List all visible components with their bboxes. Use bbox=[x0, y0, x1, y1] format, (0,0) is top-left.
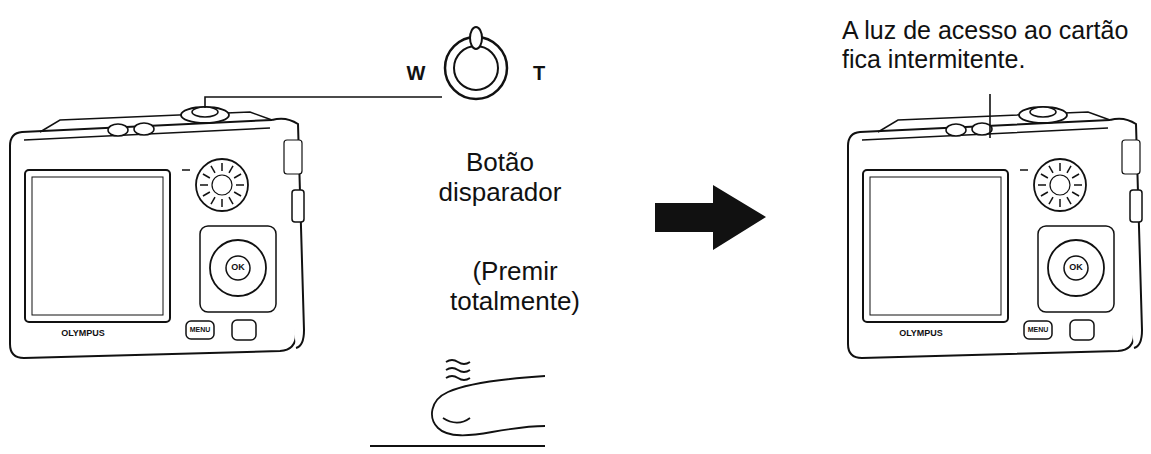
top-button bbox=[972, 123, 992, 135]
mode-dial bbox=[1050, 175, 1070, 195]
dial-tick bbox=[1072, 174, 1079, 178]
shutter-button bbox=[1019, 107, 1067, 123]
dial-tick bbox=[234, 192, 241, 196]
delete-button bbox=[232, 320, 256, 340]
camera-before bbox=[10, 107, 304, 358]
lcd-screen bbox=[870, 177, 1001, 315]
dial-tick bbox=[229, 166, 233, 173]
camera-body bbox=[848, 120, 1134, 358]
leader-line bbox=[989, 94, 991, 138]
dial-tick bbox=[1041, 192, 1048, 196]
brand-logo: OLYMPUS bbox=[886, 328, 956, 338]
part-name: Botão disparador bbox=[420, 148, 580, 208]
top-button bbox=[134, 123, 154, 135]
lcd-screen bbox=[25, 170, 170, 322]
menu-button bbox=[1024, 321, 1052, 339]
dial-tick bbox=[221, 163, 223, 171]
shutter-button bbox=[181, 107, 229, 123]
camera-body bbox=[10, 120, 296, 358]
card-cover bbox=[1122, 140, 1140, 174]
dial-tick bbox=[1041, 174, 1048, 178]
connector-cover bbox=[292, 190, 304, 222]
top-button bbox=[946, 124, 966, 136]
dial-tick bbox=[1067, 197, 1071, 204]
menu-button bbox=[186, 321, 214, 339]
dial-tick bbox=[203, 192, 210, 196]
dial-tick bbox=[221, 199, 223, 207]
dial-tick bbox=[200, 184, 208, 186]
connector-cover bbox=[1130, 190, 1142, 222]
dial-tick bbox=[234, 174, 241, 178]
dial-tick bbox=[1049, 166, 1053, 173]
d-pad bbox=[210, 240, 266, 296]
camera-side bbox=[1110, 119, 1142, 348]
mode-dial bbox=[1034, 159, 1086, 211]
mode-dial bbox=[212, 175, 232, 195]
brand-logo: OLYMPUS bbox=[48, 328, 118, 338]
button-label: OK bbox=[1064, 262, 1088, 272]
button-label: MENU bbox=[1024, 326, 1052, 334]
dial-tick bbox=[1059, 163, 1061, 171]
finger bbox=[370, 360, 545, 446]
camera-top bbox=[24, 112, 272, 140]
dial-tick bbox=[1074, 184, 1082, 186]
dial-tick bbox=[211, 166, 215, 173]
dial-tick bbox=[1049, 197, 1053, 204]
dial-tick bbox=[1038, 184, 1046, 186]
callout-note: A luz de acesso ao cartão fica intermite… bbox=[842, 16, 1146, 74]
ok-button bbox=[226, 256, 250, 280]
zoom-lever bbox=[445, 27, 507, 99]
button-label: OK bbox=[226, 262, 250, 272]
camera-side bbox=[272, 119, 304, 348]
flow-arrow bbox=[655, 185, 766, 250]
top-button bbox=[108, 124, 128, 136]
dial-tick bbox=[203, 174, 210, 178]
shutter-button bbox=[1030, 107, 1056, 117]
dial-tick bbox=[211, 197, 215, 204]
dial-tick bbox=[1059, 199, 1061, 207]
dial-tick bbox=[1072, 192, 1079, 196]
ok-button bbox=[1064, 256, 1088, 280]
indicator bbox=[182, 169, 190, 171]
instruction-note: (Premir totalmente) bbox=[430, 257, 600, 317]
shutter-button bbox=[192, 107, 218, 117]
mode-dial bbox=[196, 159, 248, 211]
dial-tick bbox=[1067, 166, 1071, 173]
card-cover bbox=[284, 140, 302, 174]
lcd-screen bbox=[863, 170, 1008, 322]
control-panel bbox=[1038, 226, 1114, 312]
dial-tick bbox=[229, 197, 233, 204]
zoom-tele: T bbox=[528, 62, 550, 85]
zoom-wide: W bbox=[404, 62, 428, 85]
indicator bbox=[1020, 169, 1028, 171]
camera-after bbox=[848, 107, 1142, 358]
dial-tick bbox=[236, 184, 244, 186]
delete-button bbox=[1070, 320, 1094, 340]
leader-line bbox=[205, 97, 442, 108]
control-panel bbox=[200, 226, 276, 312]
button-label: MENU bbox=[186, 326, 214, 334]
camera-top bbox=[862, 112, 1110, 140]
d-pad bbox=[1048, 240, 1104, 296]
lcd-screen bbox=[32, 177, 163, 315]
